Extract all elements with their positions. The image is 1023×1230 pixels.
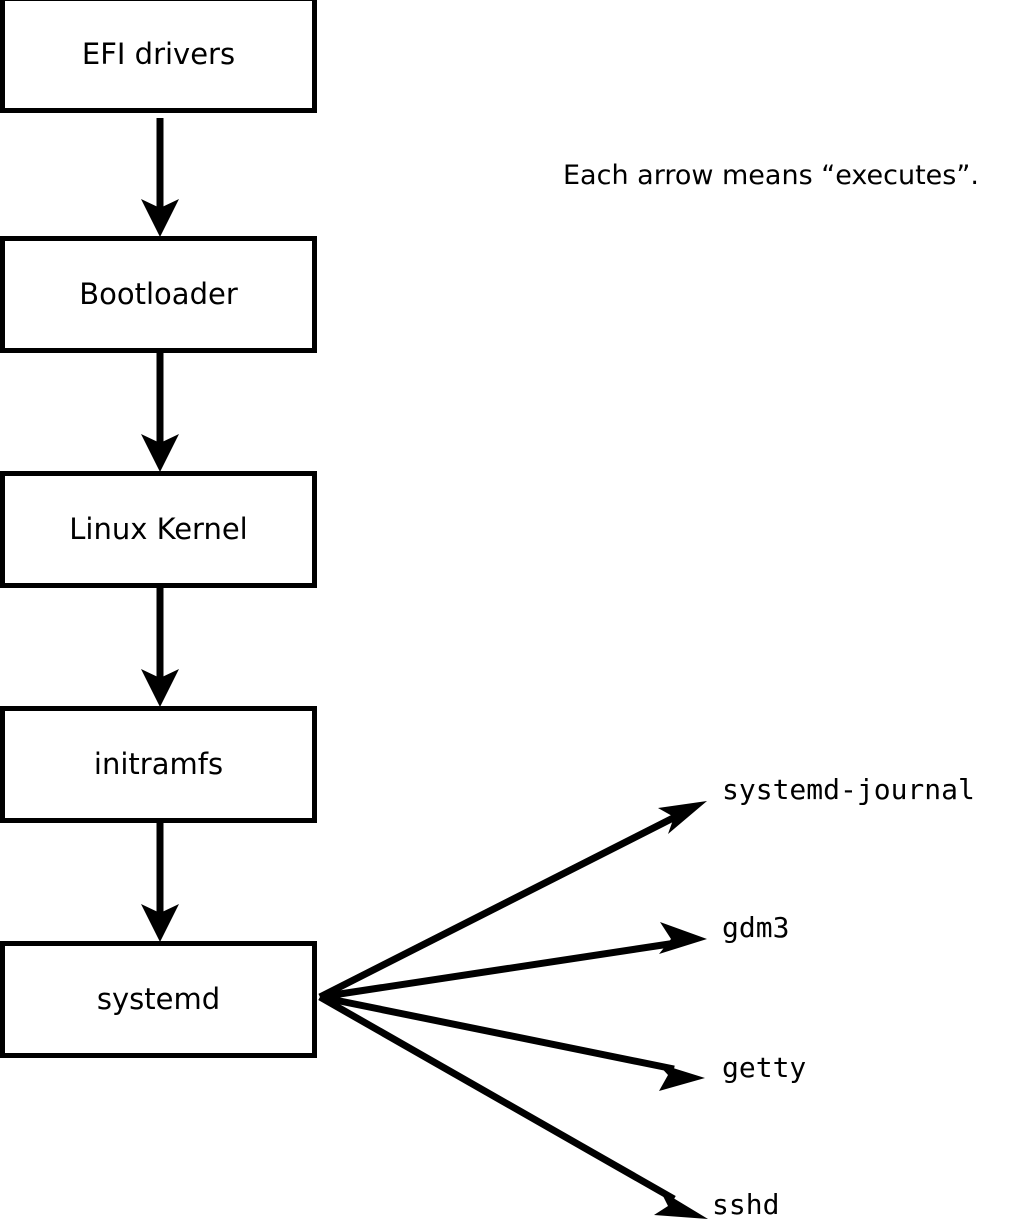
- process-box-label: initramfs: [93, 747, 224, 781]
- process-box-bootloader[interactable]: Bootloader: [0, 236, 317, 353]
- branch-arrow-systemd-journal: [318, 801, 707, 1001]
- chain-arrow-linux-kernel-to-initramfs: [141, 588, 179, 707]
- process-box-label: Bootloader: [79, 277, 238, 311]
- process-box-efi-drivers[interactable]: EFI drivers: [0, 0, 317, 113]
- chain-arrow-initramfs-to-systemd: [141, 823, 179, 942]
- process-box-label: systemd: [96, 982, 221, 1016]
- branch-label-gdm3[interactable]: gdm3: [722, 911, 790, 944]
- legend-note: Each arrow means “executes”.: [563, 160, 979, 191]
- process-box-label: Linux Kernel: [69, 512, 248, 546]
- branch-arrow-getty: [319, 993, 705, 1091]
- process-box-label: EFI drivers: [81, 37, 236, 71]
- chain-arrow-efi-drivers-to-bootloader: [141, 118, 179, 237]
- branch-label-systemd-journal[interactable]: systemd-journal: [722, 773, 975, 806]
- branch-arrow-sshd: [318, 993, 708, 1219]
- branch-label-sshd[interactable]: sshd: [712, 1188, 780, 1221]
- process-box-initramfs[interactable]: initramfs: [0, 706, 317, 823]
- chain-arrow-bootloader-to-linux-kernel: [141, 353, 179, 472]
- process-box-systemd[interactable]: systemd: [0, 941, 317, 1058]
- process-box-linux-kernel[interactable]: Linux Kernel: [0, 471, 317, 588]
- branch-label-getty[interactable]: getty: [722, 1051, 807, 1084]
- branch-arrow-gdm3: [319, 922, 707, 1001]
